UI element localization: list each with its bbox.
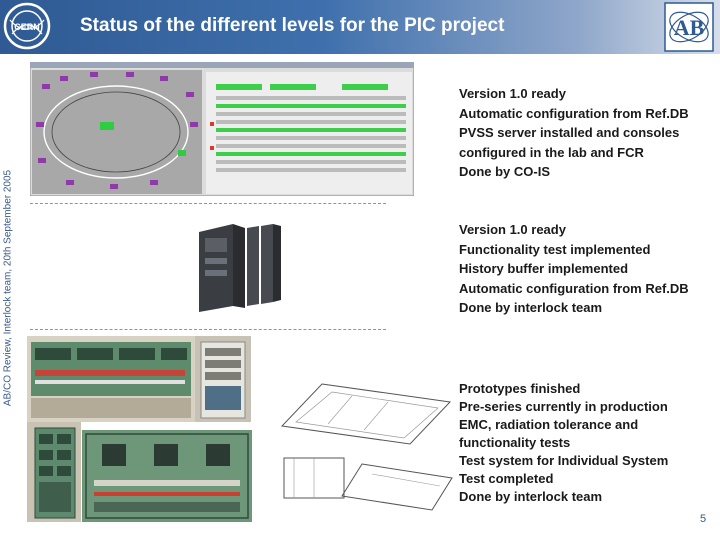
section-1-text: Version 1.0 ready Automatic configuratio… xyxy=(459,84,689,182)
plc-hardware-photo xyxy=(193,218,283,312)
sidebar-caption: AB/CO Review, Interlock team, 20th Septe… xyxy=(0,56,16,520)
svg-text:CERN: CERN xyxy=(14,22,40,32)
sidebar-caption-text: AB/CO Review, Interlock team, 20th Septe… xyxy=(2,169,14,407)
test-cabinet-photo xyxy=(27,422,81,522)
section-2-line: Functionality test implemented xyxy=(459,241,651,257)
mechanical-drawing xyxy=(272,378,456,514)
section-2-line: History buffer implemented xyxy=(459,261,629,277)
section-3-line: Prototypes finished xyxy=(459,381,581,396)
supervision-screenshot xyxy=(30,62,414,196)
section-3-line: functionality tests xyxy=(459,435,571,450)
page-title: Status of the different levels for the P… xyxy=(80,15,505,36)
cern-logo-icon: CERN xyxy=(3,2,51,50)
interlock-board-photo xyxy=(82,430,252,522)
page-number: 5 xyxy=(700,513,707,525)
section-1-line: PVSS server installed and consoles xyxy=(459,125,680,141)
section-2-line: Automatic configuration from Ref.DB xyxy=(459,280,689,296)
test-rack-photo xyxy=(195,336,251,422)
section-3-text: Prototypes finished Pre-series currently… xyxy=(459,380,668,506)
section-1-line: Version 1.0 ready xyxy=(459,86,566,101)
section-3-line: Done by interlock team xyxy=(459,489,603,504)
section-divider xyxy=(30,203,386,204)
prototype-board-photo xyxy=(27,336,195,422)
section-3-line: Test completed xyxy=(459,471,554,486)
section-divider xyxy=(30,329,386,330)
section-1-line: configured in the lab and FCR xyxy=(459,144,644,160)
svg-text:AB: AB xyxy=(674,15,705,40)
ab-logo-icon: AB xyxy=(664,2,714,52)
header-bar: CERN Status of the different levels for … xyxy=(0,0,720,54)
section-3-line: Pre-series currently in production xyxy=(459,399,668,414)
section-3-line: EMC, radiation tolerance and xyxy=(459,417,639,432)
section-1-line: Automatic configuration from Ref.DB xyxy=(459,105,689,121)
section-3-line: Test system for Individual System xyxy=(459,453,669,468)
section-2-line: Version 1.0 ready xyxy=(459,222,566,237)
section-2-text: Version 1.0 ready Functionality test imp… xyxy=(459,220,689,318)
section-1-line: Done by CO-IS xyxy=(459,164,551,180)
section-2-line: Done by interlock team xyxy=(459,300,603,316)
